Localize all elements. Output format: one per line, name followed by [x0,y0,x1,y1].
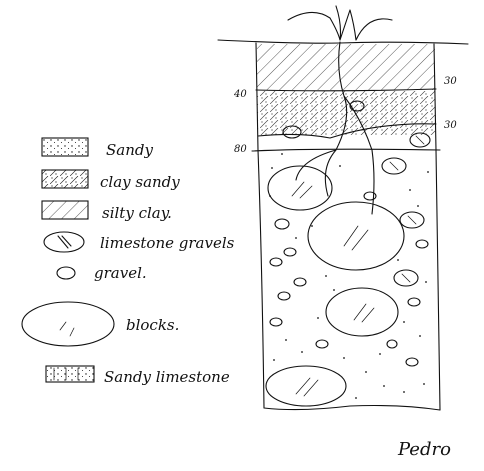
legend-item-sandy-limestone: Sandy limestone [46,366,230,386]
legend-item-limestone-gravels: limestone gravels [44,232,235,252]
limestone-gravel-symbol [44,232,84,252]
legend-label-clay-sandy: clay sandy [100,173,180,191]
blocks-symbol [22,302,114,346]
sandy-limestone-swatch [46,366,94,382]
clay-sandy-swatch [42,170,88,188]
vegetation-roots [288,6,392,40]
block-2 [308,202,404,270]
block-3 [326,288,398,336]
limestone-gravel-stroke [58,236,71,248]
gravel-symbol [57,267,75,279]
sandy-swatch [42,138,88,156]
legend-item-blocks: blocks. [22,302,179,346]
matrix-speckles [269,153,429,399]
legend-item-silty-clay: silty clay. [42,201,172,222]
legend-label-sandy-limestone: Sandy limestone [104,368,230,386]
soil-profile [218,6,468,410]
block-1 [268,166,332,210]
legend-label-gravel: gravel. [94,264,147,282]
depth-label-left-top: 40 [233,89,247,100]
depth-label-right-bottom: 30 [444,120,457,131]
layer-silty-top [257,44,435,90]
legend: Sandy clay sandy silty clay. limestone g… [22,138,235,386]
legend-label-limestone-gravels: limestone gravels [100,234,235,252]
depth-label-left-bottom: 80 [234,144,247,155]
legend-label-blocks: blocks. [126,316,179,334]
block-4 [266,366,346,406]
legend-item-sandy: Sandy [42,138,153,159]
legend-item-gravel: gravel. [57,264,147,282]
depth-label-right-top: 30 [444,76,457,87]
legend-item-clay-sandy: clay sandy [42,170,180,191]
signature: Pedro [397,439,451,460]
legend-label-silty-clay: silty clay. [102,204,172,222]
silty-clay-swatch [42,201,88,219]
layer-clay-sandy [257,91,435,135]
legend-label-sandy: Sandy [106,141,153,159]
